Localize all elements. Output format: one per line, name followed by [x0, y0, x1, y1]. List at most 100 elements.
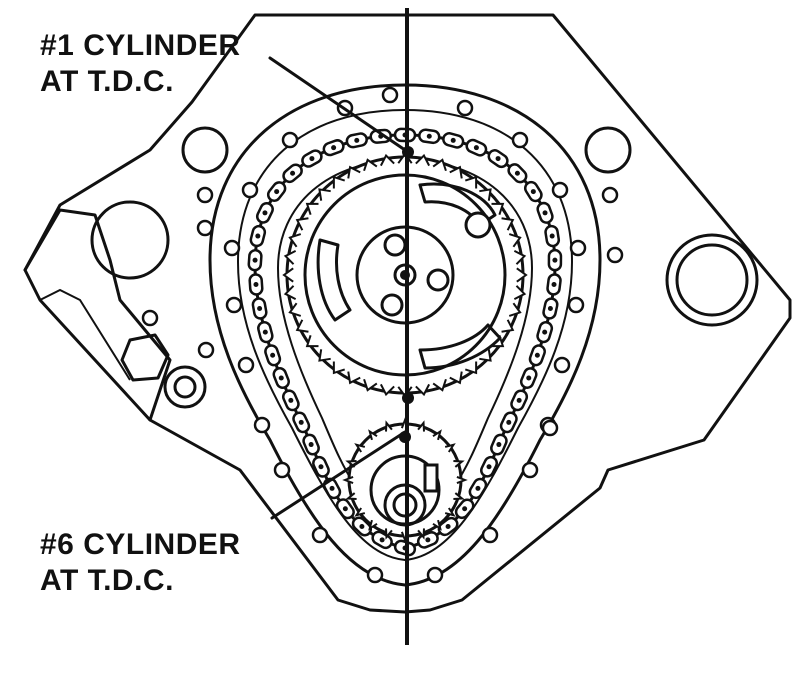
cam-tooth: [288, 233, 302, 248]
cam-tooth: [464, 175, 478, 189]
chain-pin: [542, 329, 548, 335]
cam-tooth: [449, 371, 463, 385]
cam-bolt-3: [380, 293, 404, 317]
chain-pin: [318, 464, 324, 470]
upper-right-boss: [584, 126, 632, 174]
bolt-hole: [237, 356, 255, 374]
cover-bolt-holes: [141, 86, 624, 584]
chain-pin: [298, 419, 304, 425]
bolt-hole: [196, 186, 214, 204]
cam-tooth: [415, 153, 431, 167]
chain-pin: [309, 156, 315, 162]
right-bore-inner: [675, 243, 749, 317]
cam-tooth: [282, 267, 294, 283]
chain-pin: [526, 375, 532, 381]
chain-pin: [425, 537, 431, 543]
bolt-hole: [241, 181, 259, 199]
chain-pin: [514, 170, 520, 176]
bolt-hole: [521, 461, 539, 479]
chain-pin: [475, 485, 481, 491]
cam-tooth: [479, 188, 492, 201]
bolt-hole: [553, 356, 571, 374]
chain-pin: [445, 523, 451, 529]
chain-pin: [534, 352, 540, 358]
chain-pin: [329, 485, 335, 491]
bolt-hole: [569, 239, 587, 257]
cam-tooth: [347, 371, 361, 385]
crank-tooth: [345, 492, 357, 501]
bolt-hole: [381, 86, 399, 104]
chain-pin: [359, 523, 365, 529]
cam-tooth: [305, 202, 319, 216]
crank-tooth: [432, 519, 442, 531]
crank-tooth: [368, 519, 378, 531]
label-cylinder-1: #1 CYLINDER AT T.D.C.: [40, 28, 241, 100]
cam-tooth: [283, 285, 297, 301]
left-bracket-inner: [39, 288, 131, 381]
bolt-hole: [511, 131, 529, 149]
cam-tooth: [379, 153, 395, 167]
chain-pin: [506, 419, 512, 425]
crank-tooth: [444, 507, 456, 517]
chain-pin: [255, 233, 261, 239]
bolt-hole: [541, 419, 559, 437]
label-cylinder-1-line1: #1 CYLINDER: [40, 29, 241, 62]
cam-tooth: [508, 233, 522, 248]
chain-pin: [547, 305, 553, 311]
chain-pin: [516, 397, 522, 403]
chain-pin: [495, 156, 501, 162]
cam-tooth: [363, 158, 378, 172]
chain-pin: [290, 170, 296, 176]
cam-tooth: [501, 217, 515, 231]
crank-tooth: [368, 429, 378, 441]
bolt-hole: [196, 219, 214, 237]
cam-tooth: [288, 302, 302, 317]
chain-pin: [542, 210, 548, 216]
chain-pin: [257, 305, 263, 311]
cam-bolt-2: [426, 268, 450, 292]
crank-tooth: [384, 420, 393, 432]
cam-tooth: [491, 202, 505, 216]
cam-tooth: [295, 217, 309, 231]
bolt-hole: [223, 239, 241, 257]
upper-left-boss: [181, 126, 229, 174]
crank-tooth: [456, 475, 468, 485]
chain-pin: [496, 442, 502, 448]
cam-tooth: [318, 188, 331, 201]
leader-line-bottom: [270, 430, 407, 520]
label-cylinder-6-line2: AT T.D.C.: [40, 564, 174, 597]
crank-tooth: [453, 492, 465, 501]
crank-key: [423, 463, 439, 493]
cam-tooth: [415, 383, 431, 397]
chain-pin: [288, 397, 294, 403]
chain-pin: [331, 145, 337, 151]
right-bore-outer: [665, 233, 759, 327]
cam-tooth: [379, 383, 395, 397]
chain-pin: [450, 137, 456, 143]
left-fitting-outer: [163, 365, 207, 409]
cam-tooth: [283, 249, 297, 265]
left-bore: [90, 200, 170, 280]
bolt-hole: [273, 461, 291, 479]
bolt-hole: [606, 246, 624, 264]
bolt-hole: [197, 341, 215, 359]
cam-tooth: [516, 267, 528, 283]
bolt-hole: [141, 309, 159, 327]
cam-tooth: [332, 361, 346, 375]
bolt-hole: [281, 131, 299, 149]
cam-tooth: [347, 165, 361, 179]
cam-tooth: [332, 175, 346, 189]
bolt-hole: [456, 99, 474, 117]
chain-pin: [252, 257, 258, 263]
cam-tooth: [432, 158, 447, 172]
chain-pin: [342, 506, 348, 512]
cam-tooth: [318, 349, 331, 362]
chain-links: [247, 127, 563, 557]
chain-pin: [379, 537, 385, 543]
crank-tooth: [432, 429, 442, 441]
cam-tooth: [501, 319, 515, 333]
chain-pin: [262, 210, 268, 216]
bolt-hole: [567, 296, 585, 314]
chain-pin: [486, 464, 492, 470]
